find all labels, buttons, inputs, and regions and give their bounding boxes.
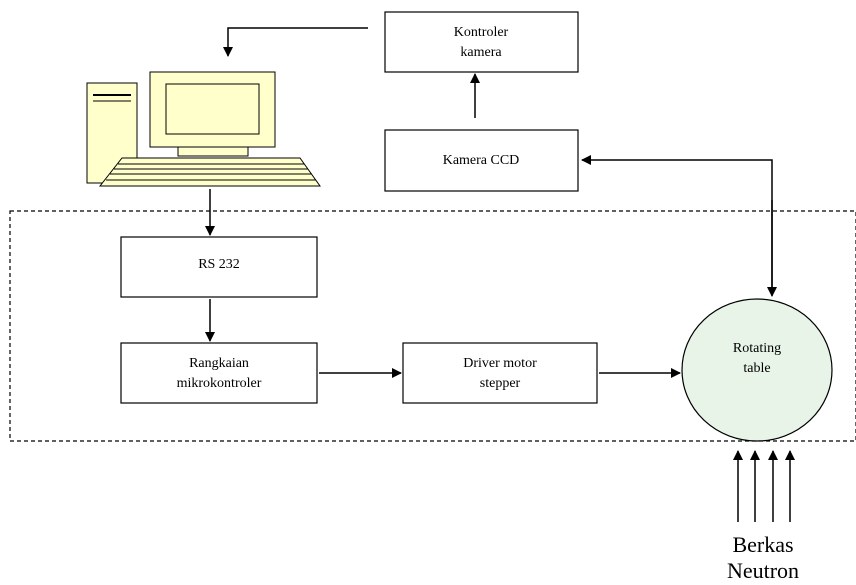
- kamera-ccd-label: Kamera CCD: [443, 153, 520, 168]
- edges: [205, 27, 777, 378]
- edge-kontroler-to-computer: [223, 27, 368, 57]
- kontroler-kamera-label-1: Kontroler: [454, 25, 509, 40]
- driver-label-1: Driver motor: [463, 356, 537, 371]
- mikrokontroler-node: Rangkaian mikrokontroler: [120, 342, 318, 404]
- system-boundary: [9, 210, 856, 442]
- mikrokontroler-label-2: mikrokontroler: [177, 376, 262, 391]
- driver-label-2: stepper: [480, 376, 521, 391]
- rs232-label: RS 232: [198, 257, 240, 272]
- driver-node: Driver motor stepper: [402, 342, 598, 404]
- rotating-table-label-2: table: [743, 361, 770, 376]
- beam-label-2: Neutron: [727, 558, 799, 583]
- kontroler-kamera-node: Kontroler kamera: [384, 11, 579, 73]
- beam-label-1: Berkas: [732, 532, 793, 557]
- kontroler-kamera-label-2: kamera: [460, 45, 502, 60]
- rs232-node: RS 232: [120, 236, 318, 298]
- computer-icon: [86, 71, 321, 187]
- neutron-beam-arrows: [733, 450, 795, 522]
- rotating-table-node: Rotating table: [681, 298, 833, 442]
- mikrokontroler-label-1: Rangkaian: [189, 356, 249, 371]
- edge-table-to-ccd: [581, 155, 773, 292]
- kamera-ccd-node: Kamera CCD: [384, 129, 579, 192]
- rotating-table-label-1: Rotating: [733, 341, 781, 356]
